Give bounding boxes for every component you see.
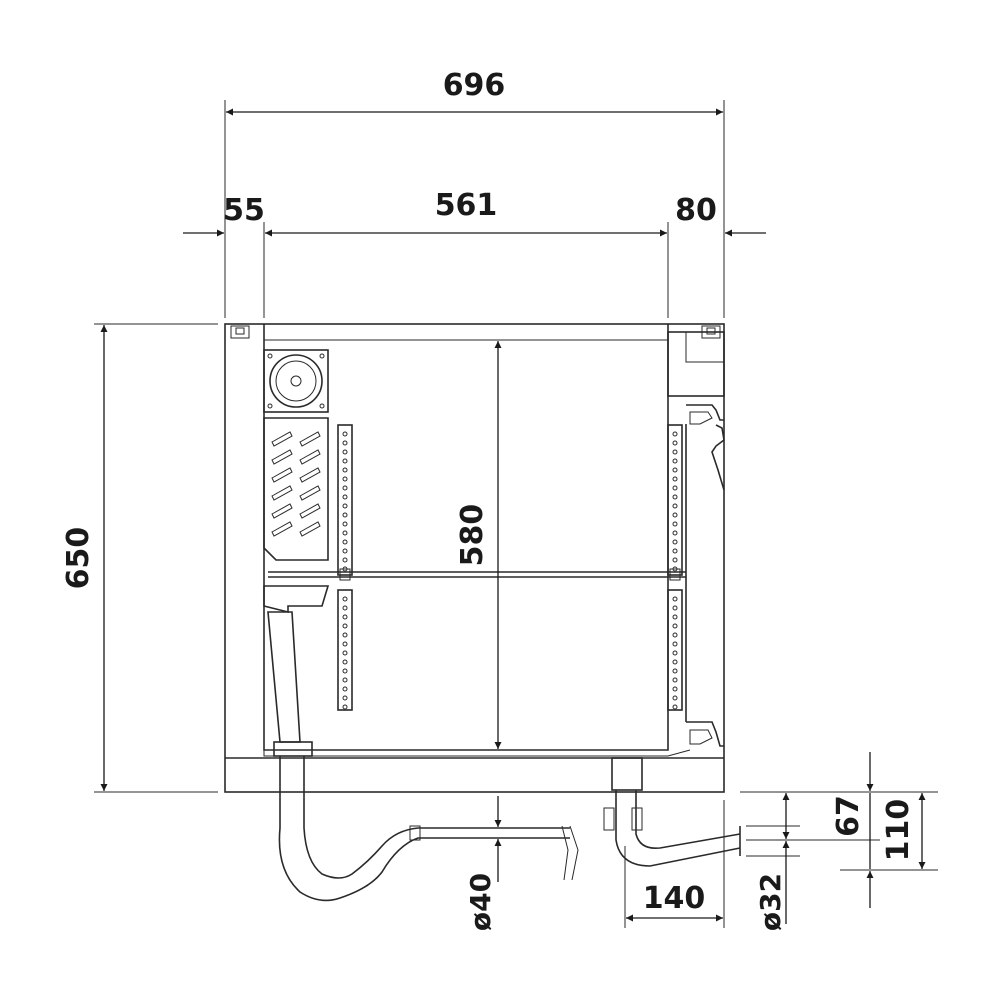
rail-hole (672, 476, 678, 482)
rail-hole (342, 494, 348, 500)
rail-hole (672, 704, 678, 710)
vent-slot (299, 485, 321, 501)
outlet-pipe (602, 757, 741, 867)
dim-label-o40: ø40 (464, 873, 497, 931)
dim-label-67: 67 (831, 795, 866, 837)
rail-hole (672, 539, 678, 545)
dim-overall-width: 696 (224, 68, 725, 318)
rail-hole (342, 659, 348, 665)
vent-slot (299, 503, 321, 519)
rail-hole (342, 605, 348, 611)
rail-hole (672, 677, 678, 683)
rail-hole (342, 521, 348, 527)
rail-hole (672, 668, 678, 674)
rail-hole (672, 596, 678, 602)
rail-hole (342, 440, 348, 446)
fan-icon (263, 349, 329, 413)
vent-slot (271, 449, 293, 465)
dim-label-650: 650 (61, 527, 96, 590)
rail-hole (342, 467, 348, 473)
vent-slot (271, 485, 293, 501)
rail-hole (342, 431, 348, 437)
vent-slot (299, 449, 321, 465)
rail-hole (672, 623, 678, 629)
rail-hole (342, 623, 348, 629)
vent-slot (299, 431, 321, 447)
rail-hole (672, 431, 678, 437)
rail-hole (342, 668, 348, 674)
rail-hole (342, 695, 348, 701)
rail-hole (672, 440, 678, 446)
dim-label-580: 580 (455, 504, 490, 567)
rail-hole (672, 605, 678, 611)
rail-hole (672, 650, 678, 656)
shelf-rails (268, 424, 686, 711)
rail-hole (672, 686, 678, 692)
vent-slot (299, 467, 321, 483)
vent-slot (271, 503, 293, 519)
rail-hole (672, 632, 678, 638)
vent-slot (299, 521, 321, 537)
rail-hole (342, 641, 348, 647)
rail-hole (342, 677, 348, 683)
rail-hole (672, 512, 678, 518)
rail-hole (672, 557, 678, 563)
rail-hole (342, 704, 348, 710)
rail-hole (342, 650, 348, 656)
rail-hole (342, 449, 348, 455)
rail-hole (342, 557, 348, 563)
vent-slot (271, 467, 293, 483)
dim-label-o32: ø32 (754, 873, 787, 931)
dim-label-110: 110 (881, 799, 916, 862)
rail-hole (672, 503, 678, 509)
dim-overall-height: 650 (61, 323, 218, 793)
rail-hole (342, 485, 348, 491)
rail-hole (342, 512, 348, 518)
rail-hole (342, 530, 348, 536)
vent-slot (271, 521, 293, 537)
rail-hole (342, 596, 348, 602)
dim-sub-widths: 55 561 80 (183, 188, 766, 318)
rail-hole (672, 467, 678, 473)
rail-hole (672, 521, 678, 527)
rail-hole (342, 458, 348, 464)
dim-label-80: 80 (675, 193, 717, 228)
rail-hole (342, 476, 348, 482)
rail-hole (672, 614, 678, 620)
rail-hole (672, 485, 678, 491)
rail-hole (672, 530, 678, 536)
dim-outlet-depth: 140 (624, 800, 725, 928)
rail-hole (672, 494, 678, 500)
dim-label-696: 696 (443, 68, 506, 103)
rail-hole (342, 548, 348, 554)
dim-outlet-heights: 67 110 ø32 (740, 752, 938, 931)
rail-hole (342, 614, 348, 620)
rail-hole (342, 539, 348, 545)
dim-inner-height: 580 (455, 341, 502, 749)
drain-pipe (263, 585, 579, 902)
door-profile (685, 404, 725, 747)
rail-hole (672, 659, 678, 665)
rail-hole (342, 503, 348, 509)
dim-label-561: 561 (435, 188, 498, 223)
rail-hole (672, 548, 678, 554)
dim-label-55: 55 (223, 193, 265, 228)
rail-hole (672, 695, 678, 701)
evaporator-vent-icon (263, 417, 329, 561)
rail-hole (672, 458, 678, 464)
rail-hole (342, 686, 348, 692)
dim-drain-diameter: ø40 (464, 796, 502, 931)
vent-slot (271, 431, 293, 447)
dim-label-140: 140 (643, 881, 706, 916)
rail-hole (672, 641, 678, 647)
rail-hole (342, 632, 348, 638)
rail-hole (672, 449, 678, 455)
